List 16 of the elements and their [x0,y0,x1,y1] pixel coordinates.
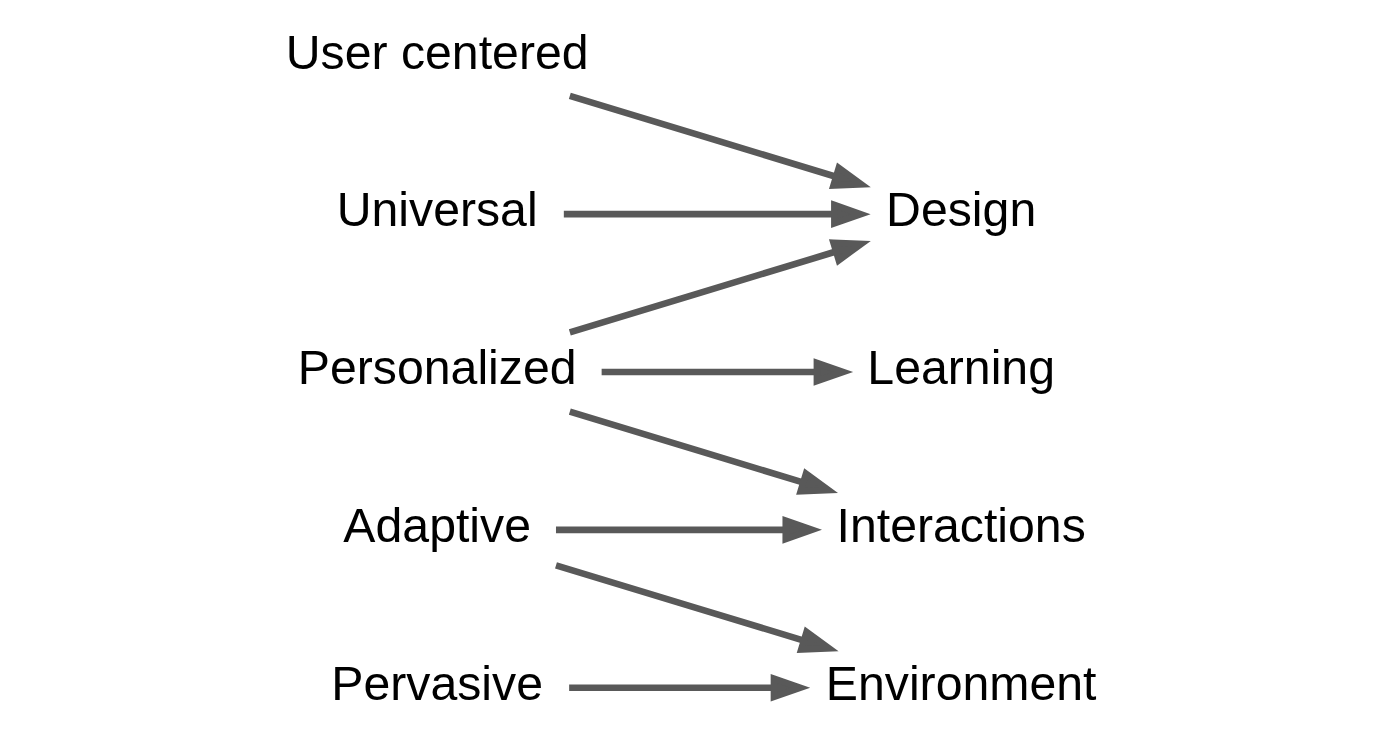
node-text: Learning [866,340,1055,395]
arrow [568,408,838,495]
node-text: Pervasive [330,656,543,710]
arrow [568,673,810,702]
node-text: Adaptive [342,498,531,553]
arrow [555,516,822,544]
node-text: Interactions [836,498,1086,553]
node-text: Environment [825,656,1097,710]
node-text: User centered [285,24,589,79]
arrow [568,92,871,190]
node-text: Design [885,182,1036,237]
arrow [563,200,871,228]
node-text: Universal [336,182,538,237]
arrow [554,562,839,653]
node-text: Personalized [297,340,577,395]
arrow [568,239,871,336]
